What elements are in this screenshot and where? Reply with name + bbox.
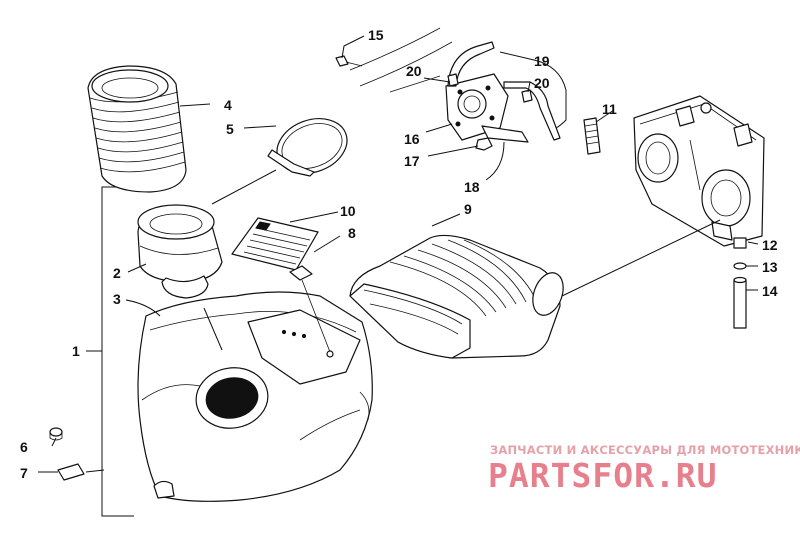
callout-20-left: 20 xyxy=(406,63,422,79)
callout-14: 14 xyxy=(762,283,778,299)
clamp-part-13 xyxy=(733,262,747,270)
callout-1: 1 xyxy=(72,343,80,359)
callout-12: 12 xyxy=(762,237,778,253)
intake-boot-part-2 xyxy=(137,204,223,299)
callout-4: 4 xyxy=(224,97,232,113)
callout-13: 13 xyxy=(762,259,778,275)
screw-part-15 xyxy=(335,55,363,67)
callout-15: 15 xyxy=(368,27,384,43)
screw-part-8 xyxy=(289,265,334,358)
clip-part-20-right xyxy=(521,89,533,103)
callout-3: 3 xyxy=(113,291,121,307)
watermark-tagline: ЗАПЧАСТИ И АКСЕССУАРЫ ДЛЯ МОТОТЕХНИКИ xyxy=(490,443,800,457)
callout-9: 9 xyxy=(464,201,472,217)
assembly-bracket xyxy=(86,186,134,517)
callout-19: 19 xyxy=(534,53,550,69)
nut-part-17 xyxy=(475,137,493,151)
mount-bracket xyxy=(349,27,453,93)
callout-8: 8 xyxy=(348,225,356,241)
plate-part-7 xyxy=(57,463,85,481)
spring-part-11 xyxy=(583,117,601,155)
callout-11: 11 xyxy=(602,101,617,117)
callout-5: 5 xyxy=(226,121,234,137)
hose-part-14 xyxy=(733,276,747,329)
intake-duct-part-9 xyxy=(349,234,564,359)
clamp-part-5 xyxy=(267,118,348,177)
callout-17: 17 xyxy=(404,153,420,169)
grommet-part-6 xyxy=(49,427,63,441)
callouts: 1 2 3 4 5 6 7 8 9 10 11 12 13 14 15 16 1… xyxy=(20,27,778,481)
callout-16: 16 xyxy=(404,131,420,147)
callout-20-right: 20 xyxy=(534,75,550,91)
callout-6: 6 xyxy=(20,439,28,455)
air-box-part-3 xyxy=(137,291,373,502)
fuel-line-part-18 xyxy=(481,125,529,143)
watermark-logo: PARTSFOR.RU xyxy=(488,456,718,495)
callout-18: 18 xyxy=(464,179,480,195)
fuel-pump-part-16 xyxy=(445,73,509,141)
leader-lines xyxy=(38,35,759,473)
callout-10: 10 xyxy=(340,203,356,219)
clip-part-20-left xyxy=(447,73,459,87)
drain-fitting-part-12 xyxy=(733,237,747,249)
callout-7: 7 xyxy=(20,465,28,481)
callout-2: 2 xyxy=(113,265,121,281)
bellows-part-4 xyxy=(87,65,187,193)
decal-part-10 xyxy=(231,217,319,271)
carburetor-assembly xyxy=(633,95,765,247)
